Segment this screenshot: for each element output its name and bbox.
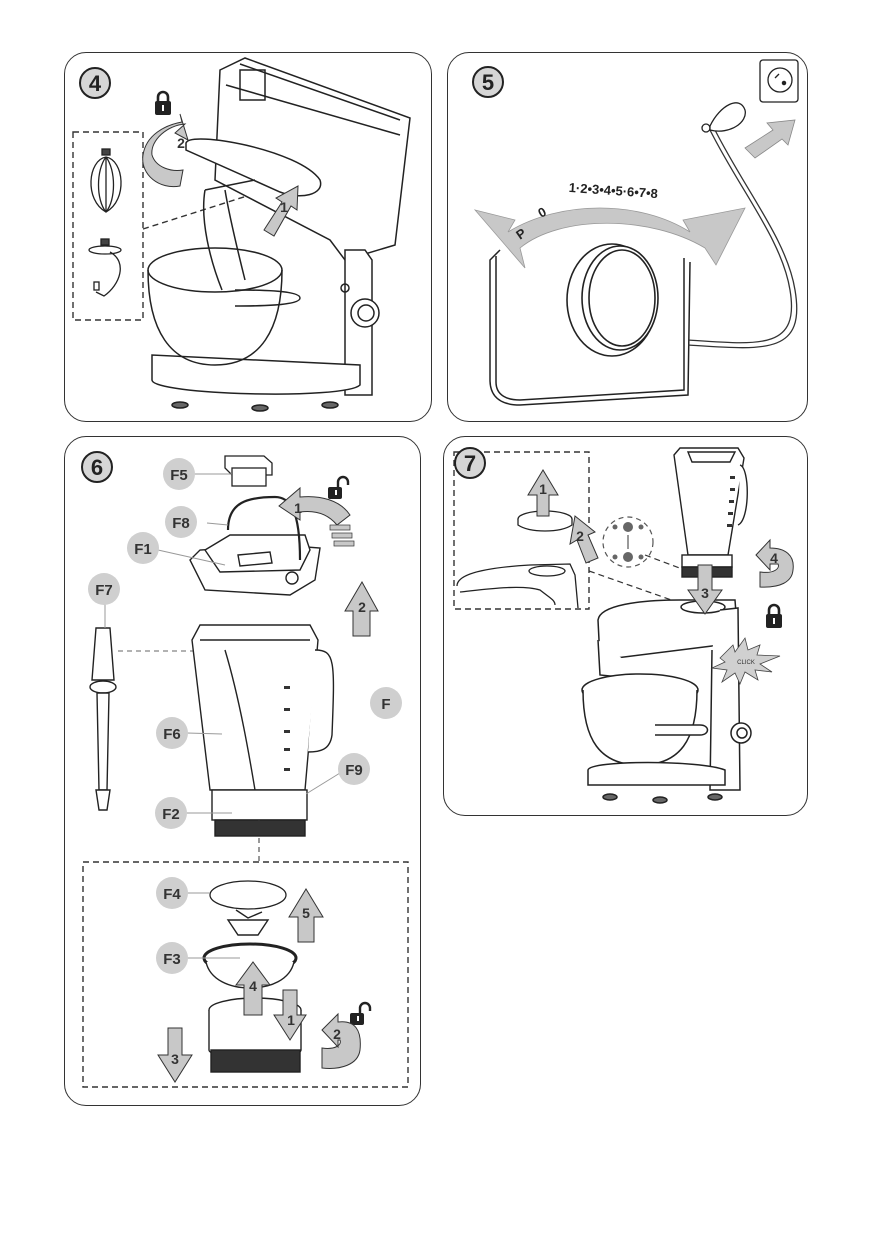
accessory-box	[72, 131, 144, 321]
label-f: F	[381, 696, 390, 713]
label-f9: F9	[345, 762, 363, 779]
arrow-2-lift-lid: 2	[344, 580, 379, 637]
label-f5: F5	[170, 467, 188, 484]
step-6-group: 6	[81, 451, 409, 1088]
arrow-1-press: 1	[273, 989, 307, 1041]
step-badge-5: 5	[472, 66, 504, 98]
label-f6: F6	[163, 726, 181, 743]
svg-text:5: 5	[482, 70, 494, 95]
dough-hook-icon	[88, 238, 122, 297]
label-f8: F8	[172, 515, 190, 532]
svg-text:6: 6	[91, 455, 103, 480]
svg-text:7: 7	[464, 451, 476, 476]
arrow-4-up: 4	[235, 961, 271, 1016]
arrow-5-up: 5	[288, 888, 324, 943]
arrow-2-rotate: 2	[142, 113, 189, 188]
label-f2: F2	[162, 806, 180, 823]
arrow-1-lift-cover: 1	[527, 469, 559, 517]
step-4-group: 4	[72, 57, 411, 412]
svg-text:3: 3	[701, 585, 709, 601]
step-badge-7: 7	[454, 447, 486, 479]
svg-text:1: 1	[539, 481, 547, 497]
blender-jug-illustration	[673, 447, 748, 578]
label-f4: F4	[163, 886, 181, 903]
click-label: CLICK	[737, 660, 755, 666]
step-number: 4	[89, 71, 102, 96]
svg-text:5: 5	[302, 905, 310, 921]
tamper-part	[89, 627, 117, 811]
click-burst: CLICK	[710, 637, 781, 686]
step-7-group: 7 1 2	[453, 447, 794, 804]
blender-lid-part	[189, 495, 321, 596]
svg-text:3: 3	[171, 1051, 179, 1067]
mixer-top-cover	[456, 563, 579, 609]
blender-jug-part	[191, 624, 335, 837]
arrow-2-rotate-unlock: 2	[321, 1012, 361, 1069]
arrow-1-unlock-lid: 1	[278, 486, 355, 547]
stand-mixer-illustration	[581, 599, 752, 804]
jug-scale-marks	[284, 686, 290, 771]
plug-icon	[701, 102, 746, 133]
speed-dial-knob[interactable]	[566, 243, 659, 357]
label-f3: F3	[163, 951, 181, 968]
svg-text:2: 2	[576, 528, 584, 544]
arrow-1: 1	[263, 185, 299, 237]
blade-assembly-box	[82, 861, 409, 1088]
seal-ring-part	[209, 880, 287, 910]
svg-text:2: 2	[333, 1026, 341, 1042]
wall-socket-icon	[759, 59, 799, 103]
part-labels: F5 F8 F1 F7 F F6 F9 F2 F4	[88, 458, 402, 974]
step-badge-4: 4	[79, 67, 111, 99]
power-cord	[687, 127, 798, 349]
lock-closed-icon	[153, 90, 173, 117]
svg-text:4: 4	[249, 978, 257, 994]
drive-cover-part	[517, 510, 573, 532]
mixer-side-panel	[489, 249, 691, 406]
measuring-cap-part	[224, 455, 273, 487]
step-5-group: 5 P 0 1·2•3•4•5·6•7•8	[472, 59, 799, 406]
whisk-icon	[90, 148, 122, 213]
svg-text:2: 2	[177, 135, 185, 151]
lock-closed-icon	[764, 603, 784, 630]
dial-scale: 1·2•3•4•5·6•7•8	[568, 180, 658, 201]
step-badge-6: 6	[81, 451, 113, 483]
arrow-3-down: 3	[157, 1027, 193, 1083]
stand-mixer-illustration	[147, 57, 411, 412]
alignment-dots-icon	[602, 516, 654, 568]
arrow-2-slide-cover: 2	[569, 515, 599, 564]
svg-text:4: 4	[770, 550, 778, 566]
svg-text:1: 1	[294, 500, 302, 516]
label-f1: F1	[134, 541, 152, 558]
svg-text:2: 2	[358, 599, 366, 615]
svg-text:1: 1	[287, 1012, 295, 1028]
arrow-4-rotate-lock: 4	[755, 538, 794, 588]
lock-open-icon	[326, 475, 350, 501]
label-f7: F7	[95, 582, 113, 599]
arrow-3-lower-jug: 3	[687, 564, 723, 615]
jug-scale-marks	[727, 476, 735, 527]
arrow-insert-plug	[744, 119, 796, 159]
svg-text:1: 1	[280, 199, 288, 215]
lock-open-icon	[348, 1001, 372, 1027]
